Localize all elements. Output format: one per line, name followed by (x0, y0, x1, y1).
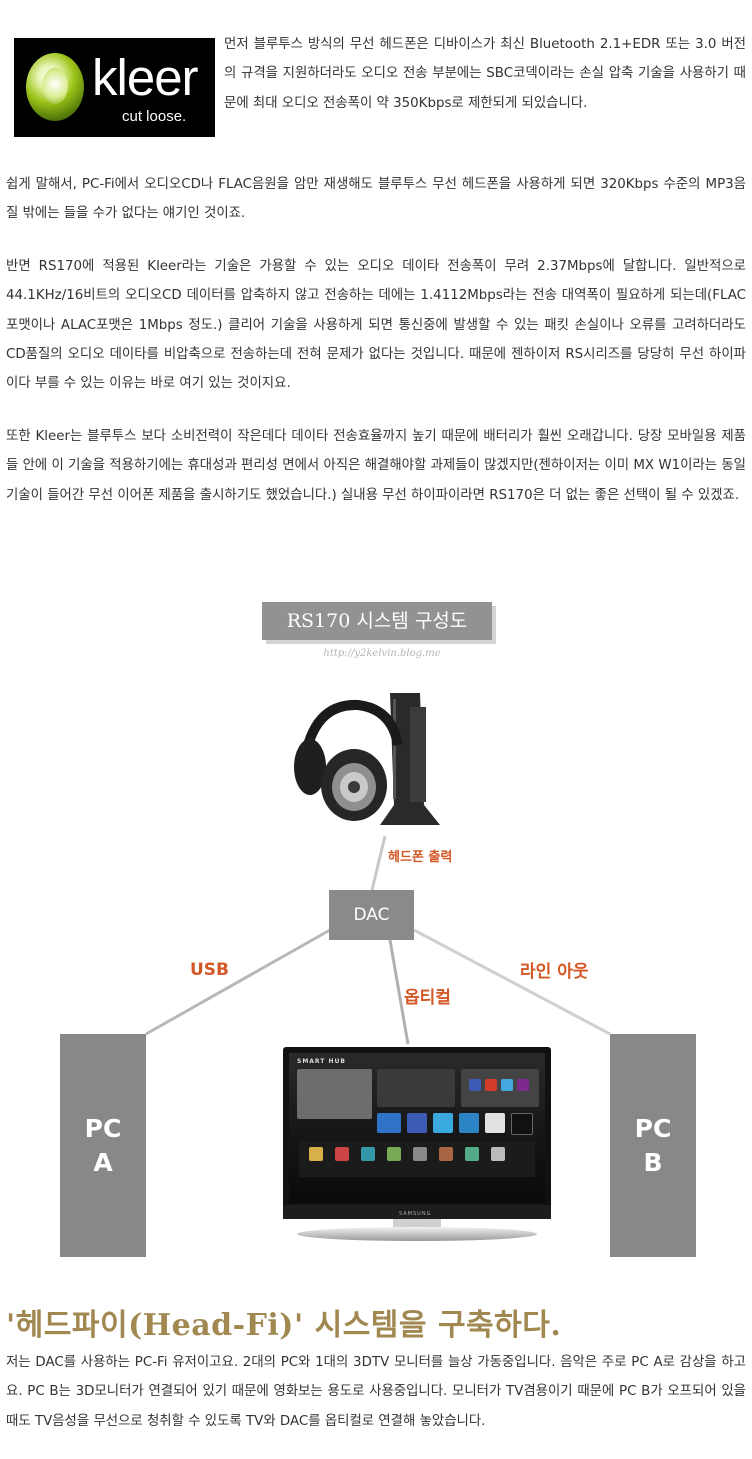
tv-app-icon-9 (465, 1147, 479, 1161)
tv-app-icon-7 (413, 1147, 427, 1161)
kleer-wordmark: kleer (92, 49, 199, 106)
tv-samsung-apps-icon (377, 1113, 401, 1133)
label-usb: USB (190, 960, 230, 980)
watermark: http://y2kelvin.blog.me (323, 648, 441, 659)
tv-facebook-icon (469, 1079, 481, 1091)
tv-app-icon-8 (439, 1147, 453, 1161)
tv-app-icon (485, 1079, 497, 1091)
section-heading: '헤드파이(Head-Fi)' 시스템을 구축하다. (6, 1308, 562, 1343)
tv-twitter-tile-icon (433, 1113, 453, 1133)
tv-smart-hub-label: SMART HUB (297, 1058, 346, 1065)
wire-usb (145, 928, 331, 1036)
wire-headphone (370, 835, 387, 891)
paragraph-battery: 또한 Kleer는 블루투스 보다 소비전력이 작은데다 데이타 전송효율까지 … (6, 429, 746, 503)
label-headphone-output: 헤드폰 출력 (388, 850, 453, 865)
tv-chin (283, 1205, 551, 1219)
tv-app-icon-4 (335, 1147, 349, 1161)
tv-neck (393, 1219, 441, 1229)
tv-brand-label: SAMSUNG (399, 1211, 432, 1217)
tv-menu-panel (377, 1069, 455, 1107)
paragraph-bluetooth: 먼저 블루투스 방식의 무선 헤드폰은 디바이스가 최신 Bluetooth 2… (224, 37, 746, 111)
tv-monitor-icon: SMART HUB SAMSUNG (283, 1047, 551, 1244)
paragraph-setup: 저는 DAC를 사용하는 PC-Fi 유저이고요. 2대의 PC와 1대의 3D… (6, 1355, 746, 1429)
label-optical: 옵티컬 (404, 988, 451, 1008)
tv-app-icon-2 (517, 1079, 529, 1091)
tv-app-icon-10 (491, 1147, 505, 1161)
kleer-logo: kleer cut loose. (14, 38, 215, 137)
tv-twitter-icon (501, 1079, 513, 1091)
diagram-title: RS170 시스템 구성도 (262, 602, 492, 640)
tv-accuweather-icon (459, 1113, 479, 1133)
dac-box: DAC (329, 890, 414, 940)
tv-app-tile-icon (511, 1113, 533, 1135)
pc-b-label-line2: B (643, 1147, 663, 1177)
tv-screen: SMART HUB (289, 1053, 545, 1203)
connection-wires (145, 835, 611, 1045)
label-line-out: 라인 아웃 (520, 962, 589, 982)
tv-news-icon (485, 1113, 505, 1133)
tv-app-icon-6 (387, 1147, 401, 1161)
pc-a-label-line2: A (93, 1147, 113, 1177)
kleer-tagline: cut loose. (122, 108, 187, 125)
tv-stand (297, 1227, 537, 1241)
pc-b-box: PC B (610, 1034, 696, 1257)
wire-optical (388, 939, 410, 1045)
wire-lineout (413, 928, 611, 1036)
pc-a-label-line1: PC (84, 1113, 122, 1143)
system-diagram: RS170 시스템 구성도 http://y2kelvin.blog.me 헤드… (0, 590, 752, 1280)
paragraph-pcfi: 쉽게 말해서, PC-Fi에서 오디오CD나 FLAC음원을 암만 재생해도 블… (6, 177, 746, 222)
tv-featured-tile (297, 1069, 372, 1119)
tv-facebook-tile-icon (407, 1113, 427, 1133)
pc-b-label-line1: PC (634, 1113, 672, 1143)
headphones-icon (294, 693, 440, 825)
kleer-orb-center (42, 68, 68, 104)
tv-app-icon-3 (309, 1147, 323, 1161)
tv-app-icon-5 (361, 1147, 375, 1161)
paragraph-kleer: 반면 RS170에 적용된 Kleer라는 기술은 가용할 수 있는 오디오 데… (6, 259, 746, 392)
pc-a-box: PC A (60, 1034, 146, 1257)
